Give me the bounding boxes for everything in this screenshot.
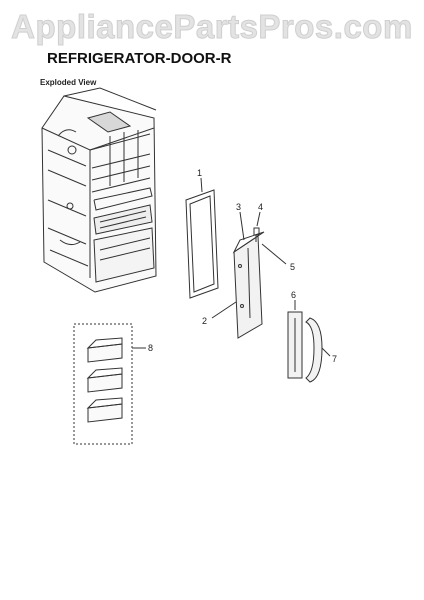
callout-4: 4 [258,202,263,212]
callout-8: 8 [148,343,153,353]
leader-line-1 [200,177,203,193]
watermark-logo: AppliancePartsPros.com [11,8,413,46]
leader-line-3 [239,211,245,241]
callout-6: 6 [291,290,296,300]
leader-line-2 [211,301,237,319]
leader-line-7 [321,347,331,357]
door-bins-illustration [73,323,133,445]
door-gasket-illustration [185,189,219,299]
door-panel-illustration [232,231,265,339]
handle-bracket-illustration [287,311,303,379]
screw-illustration [253,227,260,242]
callout-3: 3 [236,202,241,212]
callout-1: 1 [197,168,202,178]
leader-line-5 [261,243,287,265]
callout-7: 7 [332,354,337,364]
callout-5: 5 [290,262,295,272]
callout-2: 2 [202,316,207,326]
leader-line-4 [256,211,261,227]
door-handle-illustration [305,317,323,383]
page-title: REFRIGERATOR-DOOR-R [47,50,232,67]
refrigerator-cabinet-illustration [41,87,157,293]
view-label: Exploded View [40,78,97,87]
